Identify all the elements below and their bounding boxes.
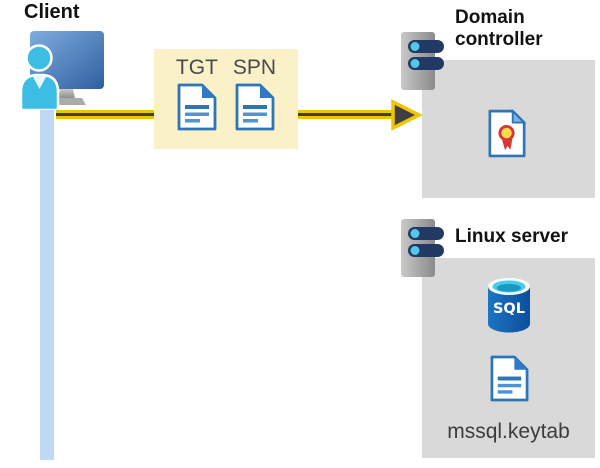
tgt-label: TGT bbox=[175, 56, 218, 79]
linux-server-icon bbox=[401, 219, 444, 277]
spn-column: SPN bbox=[233, 56, 276, 149]
auth-request-arrow-head-icon bbox=[391, 99, 422, 131]
tgt-column: TGT bbox=[176, 56, 218, 149]
person-collar bbox=[32, 75, 47, 89]
keytab-document-icon bbox=[490, 355, 529, 402]
linux-server-label: Linux server bbox=[455, 226, 568, 247]
monitor-shape bbox=[30, 31, 104, 89]
domain-controller-label: Domain controller bbox=[455, 7, 543, 50]
tgt-document-icon bbox=[177, 83, 217, 131]
spn-document-icon bbox=[235, 83, 274, 131]
client-computer-icon bbox=[19, 31, 104, 110]
spn-label: SPN bbox=[232, 56, 277, 79]
monitor-stand-neck bbox=[58, 89, 75, 98]
ticket-box: TGT SPN bbox=[154, 49, 298, 149]
keytab-label: mssql.keytab bbox=[447, 420, 570, 443]
sql-icon-text: SQL bbox=[493, 301, 525, 317]
sql-database-icon: SQL bbox=[488, 278, 530, 333]
domain-controller-server-icon bbox=[401, 32, 444, 90]
certificate-icon bbox=[488, 109, 527, 158]
client-connector-line bbox=[40, 86, 54, 460]
person-head bbox=[25, 44, 53, 72]
client-label: Client bbox=[24, 1, 80, 23]
